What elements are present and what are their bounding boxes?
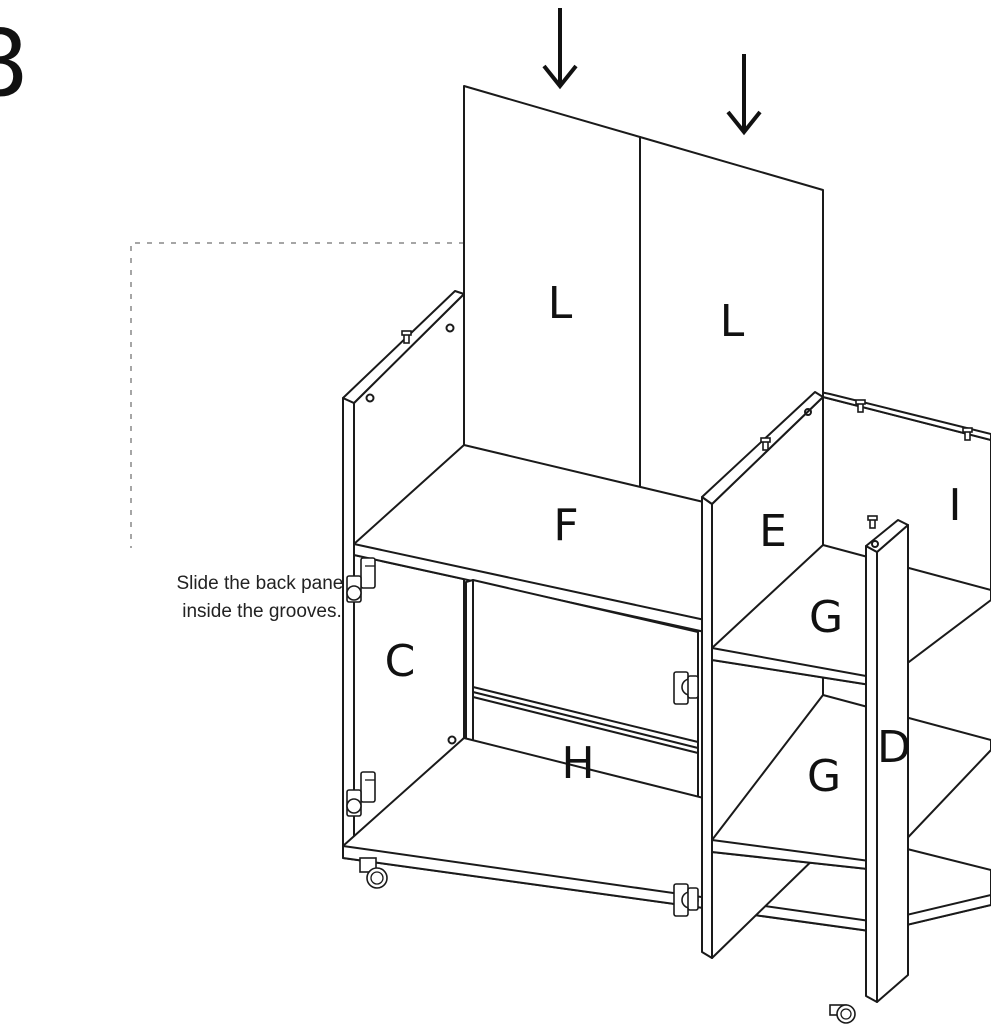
label-shelf-g-upper: G — [809, 592, 843, 643]
caster-wheel-icon — [359, 857, 388, 889]
label-rail-h: H — [561, 738, 594, 789]
cabinet-hinge-icon — [346, 557, 376, 603]
cabinet-hinge-icon — [346, 771, 376, 817]
step-number: 8 — [0, 18, 29, 110]
label-side-i: I — [949, 480, 962, 531]
cam-lock-icon — [855, 399, 866, 413]
down-arrow-icon — [726, 54, 762, 136]
side-panel-d — [865, 515, 909, 1003]
cam-lock-icon — [401, 330, 412, 344]
instruction-line-1: Slide the back panel — [176, 573, 348, 594]
label-side-c: C — [385, 636, 416, 687]
cabinet-hinge-icon — [673, 671, 699, 705]
label-back-panel-left: L — [548, 278, 573, 329]
label-divider-e: E — [759, 506, 787, 557]
instruction-line-2: inside the grooves. — [182, 601, 342, 622]
dotted-leader-line — [130, 242, 464, 548]
shelf-g-upper — [711, 544, 991, 687]
label-shelf-g-lower: G — [807, 751, 841, 802]
cam-lock-icon — [962, 427, 973, 441]
label-side-d: D — [877, 722, 911, 773]
instruction-note: Slide the back panel inside the grooves. — [112, 570, 412, 626]
shelf-g-lower — [711, 694, 991, 871]
label-back-panel-right: L — [720, 296, 745, 347]
label-shelf-f: F — [553, 500, 578, 551]
down-arrow-icon — [542, 8, 578, 90]
cam-lock-icon — [760, 437, 771, 451]
cabinet-hinge-icon — [673, 883, 699, 917]
caster-wheel-icon — [829, 1004, 856, 1024]
cam-lock-icon — [867, 515, 878, 529]
